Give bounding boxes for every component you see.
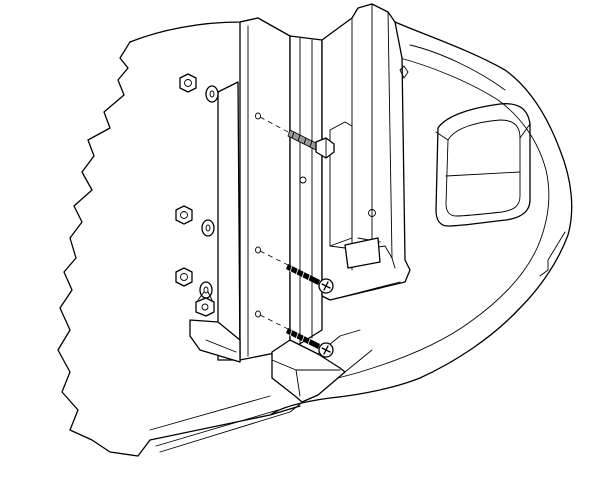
- machine-screw-middle: [286, 264, 334, 294]
- hex-bolt: [287, 129, 335, 159]
- nut-washer-lower: [175, 267, 213, 299]
- base-housing: [57, 17, 573, 457]
- vertical-mounting-bracket: [189, 3, 411, 403]
- machine-screw-lower: [286, 328, 334, 358]
- nut-washer-top: [179, 73, 219, 103]
- recessed-handle: [435, 103, 531, 227]
- alignment-lines: [259, 116, 291, 331]
- nut-on-foot: [195, 291, 215, 317]
- nut-washer-middle: [175, 205, 215, 237]
- mounting-holes: [255, 112, 261, 318]
